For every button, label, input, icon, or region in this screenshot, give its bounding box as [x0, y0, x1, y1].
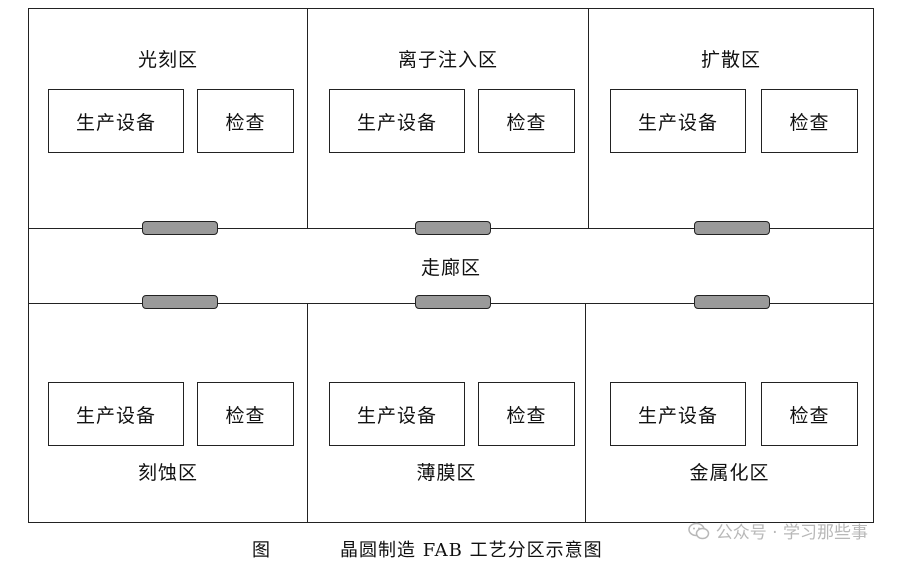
- corridor-label: 走廊区: [420, 257, 481, 279]
- zone-title: 刻蚀区: [137, 462, 198, 484]
- zone-title: 金属化区: [689, 462, 770, 484]
- zone-metallization: 生产设备 检查 金属化区: [586, 304, 873, 522]
- zone-title: 扩散区: [700, 49, 761, 71]
- inspection-box: 检查: [761, 382, 858, 446]
- equipment-box: 生产设备: [610, 89, 746, 153]
- equipment-box: 生产设备: [48, 89, 184, 153]
- door-top-3: [694, 221, 770, 235]
- wechat-icon: [688, 522, 710, 539]
- door-top-1: [142, 221, 218, 235]
- inspection-box: 检查: [478, 89, 575, 153]
- door-bottom-2: [415, 295, 491, 309]
- zone-diffusion: 扩散区 生产设备 检查: [589, 9, 873, 228]
- watermark-text: 公众号 · 学习那些事: [715, 523, 868, 543]
- fab-layout-frame: 光刻区 生产设备 检查 离子注入区 生产设备 检查 扩散区 生产设备 检查 走廊…: [28, 8, 874, 523]
- door-bottom-1: [142, 295, 218, 309]
- inspection-box: 检查: [761, 89, 858, 153]
- zone-etch: 生产设备 检查 刻蚀区: [29, 304, 308, 522]
- zone-title: 薄膜区: [416, 462, 477, 484]
- zone-lithography: 光刻区 生产设备 检查: [29, 9, 308, 228]
- caption-text: 晶圆制造 FAB 工艺分区示意图: [340, 540, 603, 561]
- equipment-box: 生产设备: [329, 89, 465, 153]
- equipment-box: 生产设备: [610, 382, 746, 446]
- equipment-box: 生产设备: [48, 382, 184, 446]
- door-bottom-3: [694, 295, 770, 309]
- zone-thin-film: 生产设备 检查 薄膜区: [308, 304, 586, 522]
- equipment-box: 生产设备: [329, 382, 465, 446]
- inspection-box: 检查: [478, 382, 575, 446]
- figure-label: 图: [252, 540, 270, 561]
- zone-title: 光刻区: [137, 49, 198, 71]
- zone-title: 离子注入区: [397, 49, 498, 71]
- door-top-2: [415, 221, 491, 235]
- corridor-area: 走廊区: [29, 228, 873, 304]
- zone-ion-implant: 离子注入区 生产设备 检查: [308, 9, 589, 228]
- inspection-box: 检查: [197, 382, 294, 446]
- inspection-box: 检查: [197, 89, 294, 153]
- watermark: 公众号 · 学习那些事: [688, 518, 868, 543]
